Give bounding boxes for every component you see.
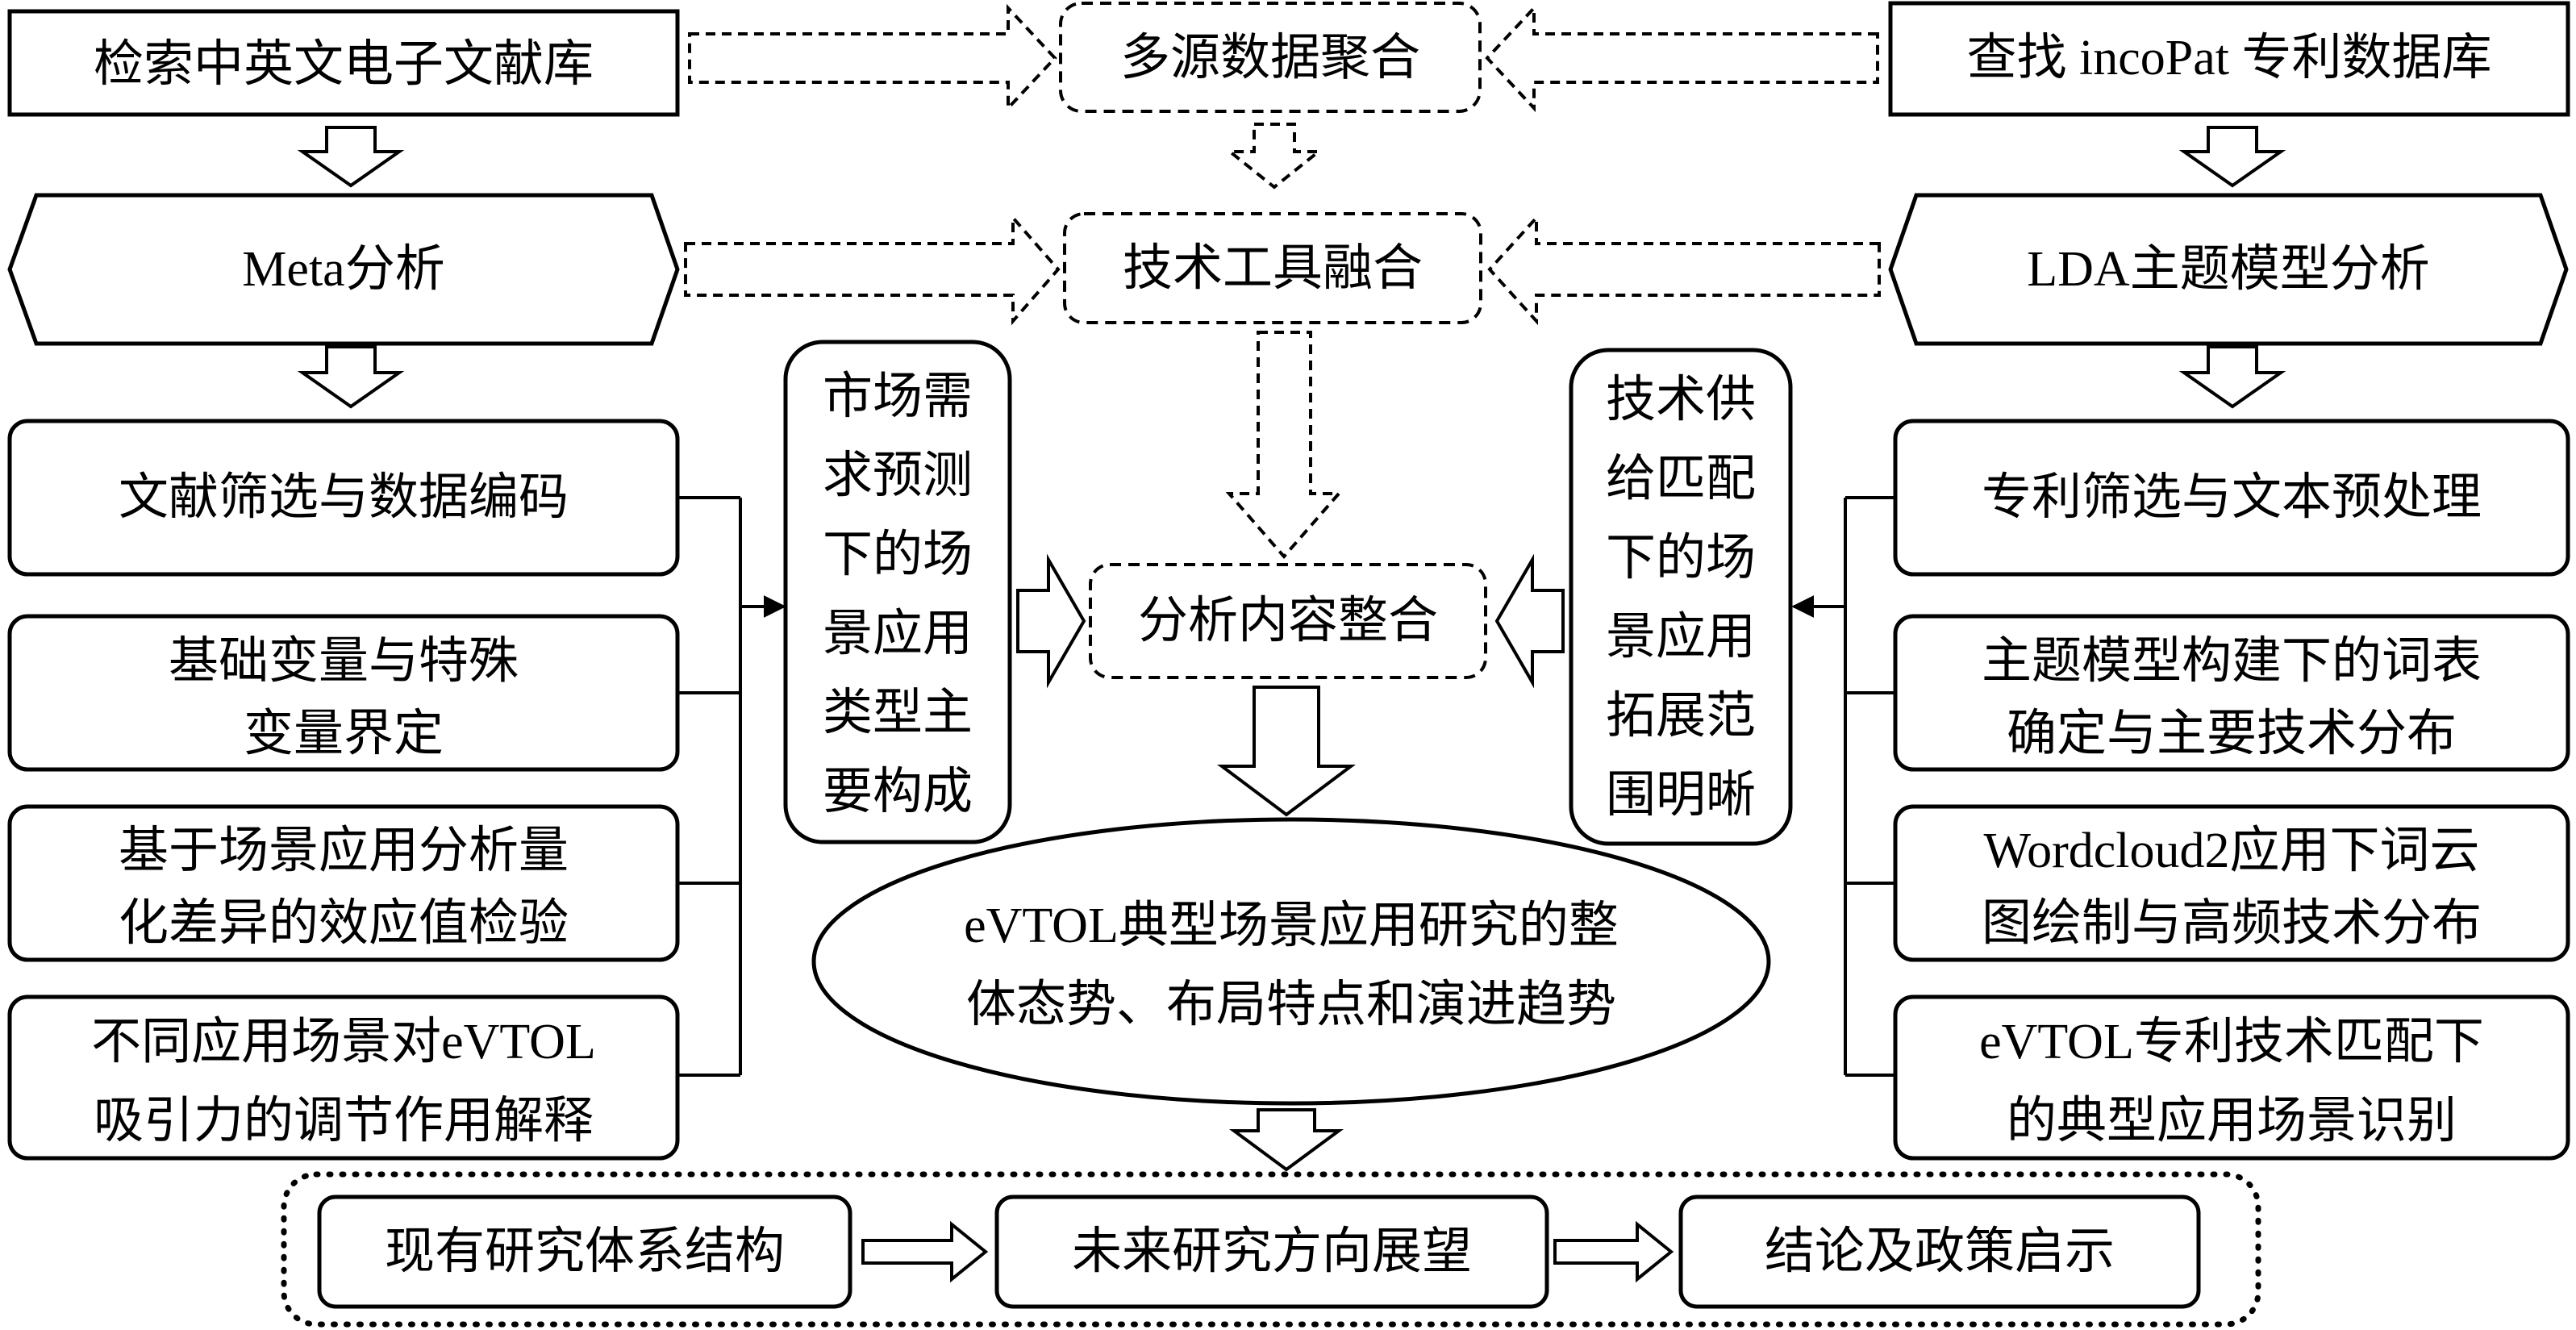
left-step-3-line-2: 化差异的效应值检验 [119,896,569,951]
right-step-3-line-1: Wordcloud2应用下词云 [1984,823,2480,878]
market-demand-line-1: 市场需 [823,369,973,424]
patent-database-node: 查找 incoPat 专利数据库 [1888,1,2570,117]
market-demand-line-3: 下的场 [823,527,973,582]
patent-database-label: 查找 incoPat 专利数据库 [1967,31,2492,85]
tech-supply-line-1: 技术供 [1606,373,1756,427]
dashed-arrow-down-center-1 [1225,123,1323,190]
right-step-1: 专利筛选与文本预处理 [1893,419,2570,577]
arrow-supply-to-integration [1494,553,1565,689]
left-step-2: 基础变量与特殊 变量界定 [7,614,680,772]
dashed-arrow-fusion-to-integration [1225,331,1343,560]
bottom-box-outlook-label: 未来研究方向展望 [1072,1224,1472,1279]
right-step-2-line-2: 确定与主要技术分布 [2007,707,2457,761]
tech-supply-line-2: 给匹配 [1606,452,1756,507]
right-step-1-line-1: 专利筛选与文本预处理 [1982,470,2482,525]
dashed-arrow-left-to-aggregation [688,3,1057,113]
tech-supply-node: 技术供 给匹配 下的场 景应用 拓展范 围明晰 [1569,348,1793,846]
right-bracket-connector [1791,496,1895,1077]
result-line-2: 体态势、布局特点和演进趋势 [966,978,1616,1032]
meta-analysis-label: Meta分析 [242,242,444,297]
market-demand-line-4: 景应用 [823,607,973,661]
right-step-4: eVTOL专利技术匹配下 的典型应用场景识别 [1893,994,2570,1161]
market-demand-line-2: 求预测 [823,448,973,503]
arrow-down-right-2 [2178,345,2286,409]
bottom-box-structure-label: 现有研究体系结构 [385,1224,785,1279]
dashed-arrow-lda-to-fusion [1487,213,1881,326]
dashed-arrow-meta-to-fusion [684,213,1061,326]
result-ellipse-node: eVTOL典型场景应用研究的整 体态势、布局特点和演进趋势 [811,817,1771,1106]
left-step-1: 文献筛选与数据编码 [7,419,680,577]
lda-analysis-label: LDA主题模型分析 [2027,242,2429,297]
arrow-down-left-1 [297,126,405,188]
bottom-box-structure: 现有研究体系结构 [317,1194,852,1309]
tech-supply-line-6: 围明晰 [1606,768,1756,823]
right-step-2-line-1: 主题模型构建下的词表 [1982,634,2482,689]
market-demand-node: 市场需 求预测 下的场 景应用 类型主 要构成 [783,340,1012,844]
arrow-down-left-2 [297,345,405,409]
tech-supply-line-5: 拓展范 [1606,689,1756,744]
arrow-down-right-1 [2178,126,2286,188]
lda-analysis-node: LDA主题模型分析 [1888,193,2569,346]
arrow-result-to-bottom [1228,1108,1344,1172]
left-step-4-line-1: 不同应用场景对eVTOL [91,1015,596,1069]
arrow-integration-to-result [1217,686,1356,817]
right-step-4-line-1: eVTOL专利技术匹配下 [1979,1015,2484,1069]
literature-search-node: 检索中英文电子文献库 [7,9,680,117]
right-step-3: Wordcloud2应用下词云 图绘制与高频技术分布 [1893,804,2570,962]
arrow-structure-to-outlook [861,1220,989,1283]
left-step-3: 基于场景应用分析量 化差异的效应值检验 [7,804,680,962]
tech-supply-line-3: 下的场 [1606,531,1756,586]
arrow-outlook-to-conclusion [1553,1220,1674,1283]
result-line-1: eVTOL典型场景应用研究的整 [964,898,1619,953]
integration-node: 分析内容整合 [1089,563,1487,679]
left-step-2-line-1: 基础变量与特殊 [169,634,519,689]
tool-fusion-node: 技术工具融合 [1063,212,1482,324]
tool-fusion-label: 技术工具融合 [1123,241,1423,296]
left-step-2-line-2: 变量界定 [244,707,444,761]
tech-supply-line-4: 景应用 [1606,610,1756,665]
conclusion-dotted-container [281,1171,2261,1328]
literature-search-label: 检索中英文电子文献库 [94,37,594,92]
arrow-market-to-integration [1016,553,1086,689]
left-step-4-line-2: 吸引力的调节作用解释 [94,1094,594,1149]
left-bracket-connector [677,496,786,1077]
left-step-4: 不同应用场景对eVTOL 吸引力的调节作用解释 [7,994,680,1161]
bottom-box-outlook: 未来研究方向展望 [994,1194,1549,1309]
data-aggregation-label: 多源数据聚合 [1120,31,1420,85]
right-step-3-line-2: 图绘制与高频技术分布 [1982,896,2482,951]
integration-label: 分析内容整合 [1138,594,1438,648]
dashed-arrow-right-to-aggregation [1485,3,1879,113]
right-step-2: 主题模型构建下的词表 确定与主要技术分布 [1893,614,2570,772]
right-step-4-line-2: 的典型应用场景识别 [2007,1094,2457,1149]
bottom-box-conclusion: 结论及政策启示 [1678,1194,2201,1309]
meta-analysis-node: Meta分析 [7,193,680,346]
data-aggregation-node: 多源数据聚合 [1059,2,1482,113]
market-demand-line-6: 要构成 [823,765,973,819]
market-demand-line-5: 类型主 [823,686,973,740]
left-step-3-line-1: 基于场景应用分析量 [119,823,569,878]
bottom-box-conclusion-label: 结论及政策启示 [1765,1224,2115,1279]
left-step-1-line-1: 文献筛选与数据编码 [119,470,569,525]
